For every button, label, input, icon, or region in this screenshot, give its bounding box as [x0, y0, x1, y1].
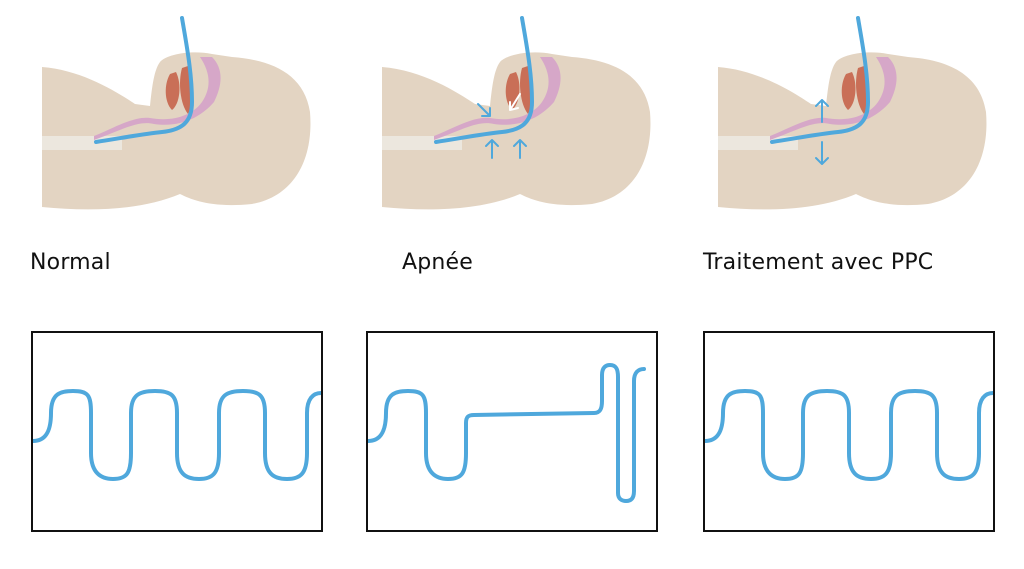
airflow-line — [770, 16, 870, 144]
head-normal — [42, 12, 332, 217]
waveform-panel-apnea — [366, 331, 658, 532]
breathing-waveform — [368, 363, 646, 503]
label-cpap: Traitement avec PPC — [703, 250, 934, 275]
airflow-line — [94, 16, 194, 144]
head-apnea — [382, 12, 672, 217]
label-apnea: Apnée — [402, 250, 474, 275]
pressure-arrow-up-icon — [815, 99, 829, 123]
waveform-panel-cpap — [703, 331, 995, 532]
airflow-line — [434, 16, 534, 144]
waveform-panel-normal — [31, 331, 323, 532]
pressure-arrow-down-icon — [815, 141, 829, 165]
turbinate — [165, 72, 180, 110]
label-normal: Normal — [30, 250, 111, 275]
tongue-arrow-icon — [509, 93, 521, 111]
breathing-waveform — [705, 389, 993, 481]
turbinate — [841, 72, 856, 110]
collapse-arrow-icon — [477, 103, 491, 117]
collapse-arrow-icon — [513, 139, 527, 159]
collapse-arrow-icon — [485, 139, 499, 159]
head-cpap — [718, 12, 1008, 217]
breathing-waveform — [33, 389, 321, 481]
